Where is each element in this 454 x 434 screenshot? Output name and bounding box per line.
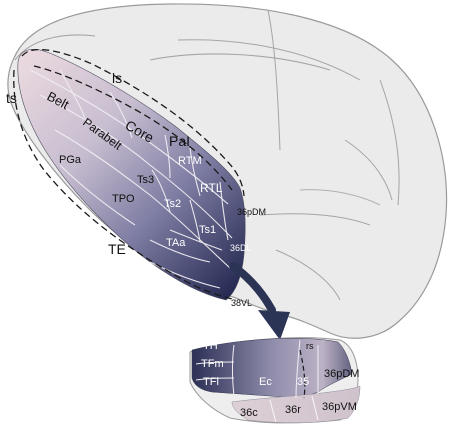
label-36pdm: 36pDM	[324, 368, 359, 380]
ventral-lower-boundaries	[269, 395, 319, 423]
label-ts1: Ts1	[199, 224, 216, 236]
ventral-boundaries	[195, 339, 319, 399]
label-ls: ls	[112, 70, 122, 86]
sulcus-central	[267, 9, 281, 151]
label-ts2: Ts2	[164, 198, 181, 210]
label-pga: PGa	[59, 154, 82, 166]
label-36dl: 36DL	[230, 243, 252, 253]
label-tfm: TFm	[201, 358, 224, 370]
sulcus-arcuate	[14, 34, 96, 61]
label-tfl: TFl	[203, 376, 219, 388]
label-36pdm-upper: 36pDM	[237, 207, 266, 217]
sulcus-intraparietal	[177, 39, 361, 81]
sulcus-calcarine	[299, 189, 381, 206]
label-35: 35	[297, 376, 309, 388]
label-ts3: Ts3	[137, 174, 154, 186]
label-tpo: TPO	[112, 193, 135, 205]
label-rtl: RTL	[200, 181, 223, 195]
area-boundaries	[29, 69, 233, 289]
label-taa: TAa	[166, 237, 186, 249]
sulcus-lower	[275, 249, 341, 301]
label-36c: 36c	[240, 407, 258, 419]
label-36pvm: 36pVM	[322, 401, 357, 413]
sulcus-sts-posterior	[259, 213, 371, 226]
label-te: TE	[108, 241, 126, 257]
label-36r: 36r	[285, 404, 301, 416]
label-38vl: 38VL	[231, 298, 252, 308]
label-rs: rs	[306, 341, 314, 351]
label-th: TH	[203, 340, 218, 352]
projection-arrow	[229, 262, 290, 340]
sulcus-principal	[149, 53, 331, 71]
sulcus-occipital	[344, 139, 393, 201]
sulcus-lunate	[379, 79, 400, 206]
dashed-sulci	[13, 48, 245, 301]
label-pal: PaI	[169, 133, 190, 149]
ventral-region-upper	[191, 338, 353, 399]
label-rtm: RTM	[178, 155, 202, 167]
label-ts: ts	[6, 90, 17, 106]
label-ec: Ec	[259, 376, 272, 388]
ventral-region-lower	[231, 385, 361, 424]
ventral-dashed-sulcus	[299, 349, 306, 399]
